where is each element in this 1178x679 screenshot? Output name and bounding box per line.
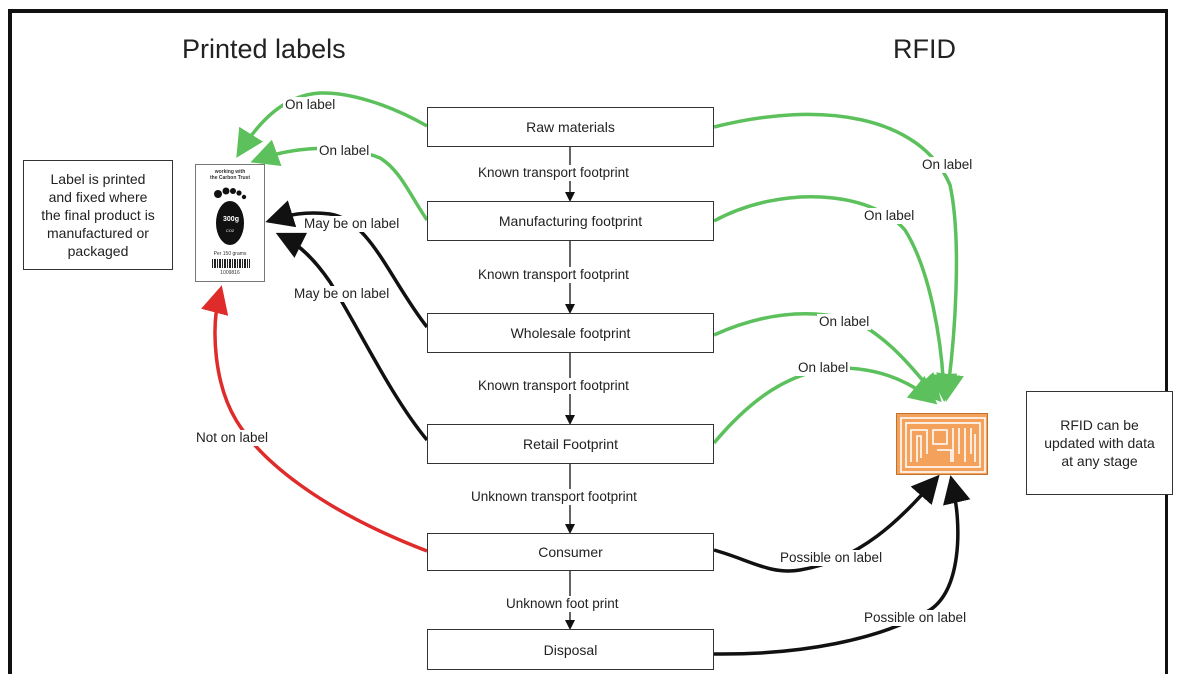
carbon-amount: 300g bbox=[223, 216, 239, 223]
carbon-unit: CO2 bbox=[226, 228, 235, 233]
arrow-disposal-to-rfid bbox=[713, 475, 971, 656]
flow-box-disposal: Disposal bbox=[427, 629, 714, 670]
arrow-wholesale-may-be bbox=[275, 232, 429, 442]
arrow-consumer-to-rfid bbox=[713, 474, 940, 573]
label-mfg-to-rfid: On label bbox=[862, 208, 917, 224]
footprint-icon: 300g CO2 bbox=[214, 187, 247, 245]
carbon-label-code: 1009816 bbox=[220, 270, 240, 276]
rfid-note: RFID can be updated with data at any sta… bbox=[1026, 391, 1173, 495]
label-mfg-to-printed: On label bbox=[317, 143, 372, 159]
printed-label-note: Label is printed and fixed where the fin… bbox=[23, 160, 173, 270]
transport-label-3: Known transport footprint bbox=[476, 378, 631, 394]
label-mfg-may-be: May be on label bbox=[302, 216, 402, 232]
transport-label-1: Known transport footprint bbox=[476, 165, 631, 181]
arrow-raw-to-printed bbox=[236, 91, 428, 158]
flow-box-retail: Retail Footprint bbox=[427, 424, 714, 464]
rfid-chip-icon bbox=[896, 413, 988, 475]
label-wholesale-may-be: May be on label bbox=[292, 286, 392, 302]
carbon-label-header: working with the Carbon Trust bbox=[209, 169, 250, 181]
arrow-mfg-to-rfid bbox=[713, 195, 958, 402]
flow-box-raw: Raw materials bbox=[427, 107, 714, 147]
printed-labels-heading: Printed labels bbox=[182, 34, 346, 64]
label-retail-to-rfid: On label bbox=[796, 360, 851, 376]
flow-box-consumer: Consumer bbox=[427, 533, 714, 571]
diagram-frame bbox=[8, 9, 1168, 674]
flow-box-manufacturing: Manufacturing footprint bbox=[427, 201, 714, 241]
transport-label-4: Unknown transport footprint bbox=[469, 489, 639, 505]
arrow-consumer-not bbox=[201, 285, 428, 553]
arrow-mfg-to-printed bbox=[250, 139, 429, 221]
label-raw-to-rfid: On label bbox=[920, 157, 975, 173]
carbon-label-per: Per 150 grams bbox=[213, 251, 247, 257]
label-wholesale-to-rfid: On label bbox=[817, 314, 872, 330]
flow-box-wholesale: Wholesale footprint bbox=[427, 313, 714, 353]
label-raw-to-printed: On label bbox=[283, 97, 338, 113]
barcode bbox=[212, 259, 250, 268]
transport-label-5: Unknown foot print bbox=[504, 596, 621, 612]
transport-label-2: Known transport footprint bbox=[476, 267, 631, 283]
label-disposal-to-rfid: Possible on label bbox=[862, 610, 969, 626]
rfid-heading: RFID bbox=[893, 34, 956, 64]
label-consumer-to-rfid: Possible on label bbox=[778, 550, 885, 566]
carbon-footprint-label: working with the Carbon Trust 300g CO2 P… bbox=[195, 164, 265, 282]
label-consumer-not: Not on label bbox=[194, 430, 271, 446]
arrow-raw-to-rfid bbox=[713, 112, 964, 402]
